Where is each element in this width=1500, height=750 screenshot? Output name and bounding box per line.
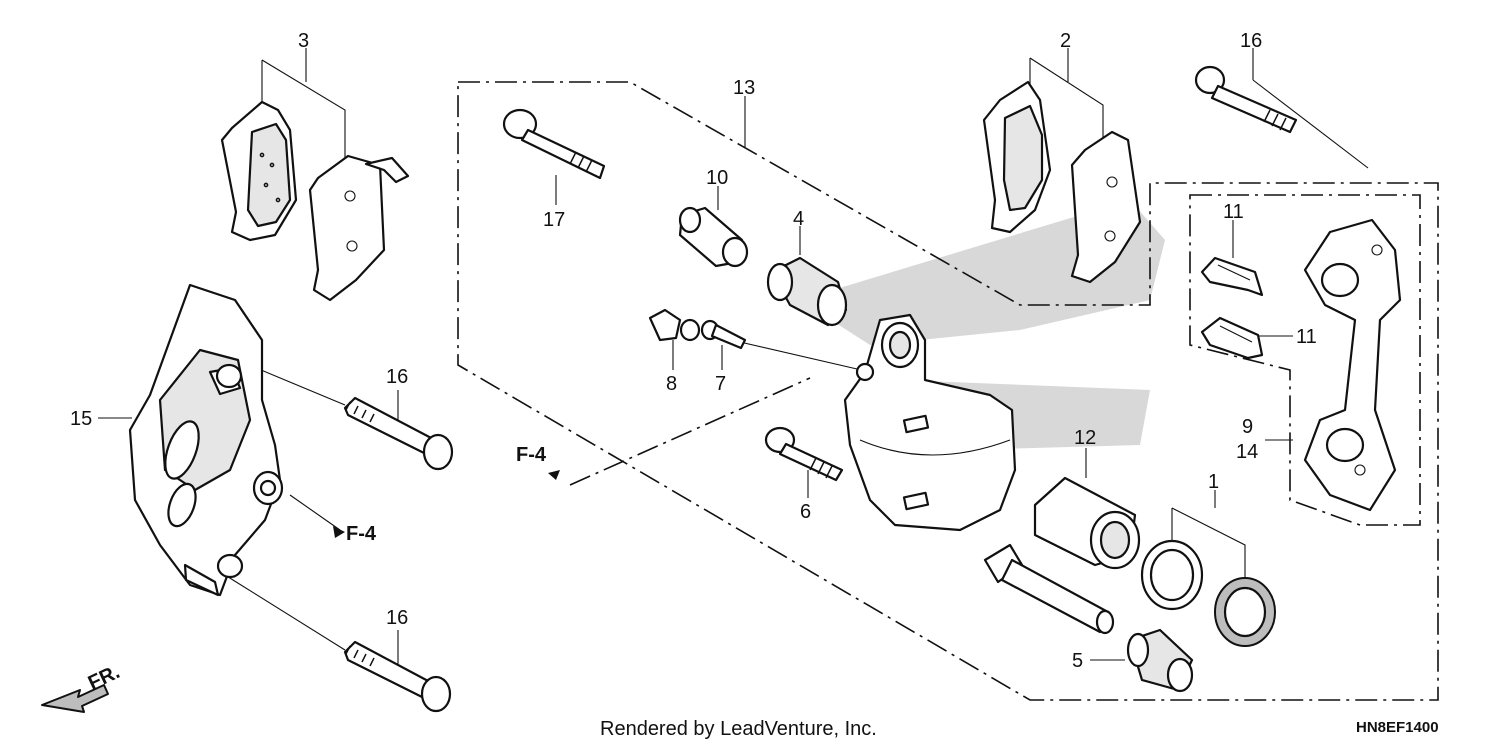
- reference-arrow-icon: [333, 470, 560, 538]
- bolt-17[interactable]: [502, 108, 606, 180]
- callout-3: 3: [298, 30, 309, 52]
- bleeder-cap-8[interactable]: [648, 308, 701, 342]
- callout-2: 2: [1060, 30, 1071, 52]
- callout-9: 9: [1242, 416, 1253, 438]
- callout-5: 5: [1072, 650, 1083, 672]
- callout-1: 1: [1208, 471, 1219, 493]
- assembly-outlines: [457, 81, 1439, 701]
- callout-8: 8: [666, 373, 677, 395]
- sleeve-10[interactable]: [678, 206, 749, 268]
- rendered-by-credit: Rendered by LeadVenture, Inc.: [600, 718, 877, 740]
- dust-seal-1[interactable]: [1214, 577, 1276, 647]
- caliper-bracket-9[interactable]: [1303, 218, 1402, 512]
- front-direction-arrow-icon: [41, 684, 109, 713]
- callout-16-bottom-left: 16: [386, 607, 408, 629]
- pin-5[interactable]: [983, 543, 1115, 635]
- boot-4[interactable]: [766, 256, 848, 327]
- bolt-6[interactable]: [764, 426, 844, 482]
- callout-14: 14: [1236, 441, 1258, 463]
- callout-16-middle-left: 16: [386, 366, 408, 388]
- callout-7: 7: [715, 373, 726, 395]
- callout-6: 6: [800, 501, 811, 523]
- caliper-assembly-left[interactable]: [128, 283, 284, 597]
- bolt-16-lower-left[interactable]: [343, 640, 452, 713]
- callout-10: 10: [706, 167, 728, 189]
- pad-spring-11-upper[interactable]: [1200, 256, 1264, 297]
- callout-11-lower: 11: [1296, 326, 1317, 348]
- brake-pad-set-right[interactable]: [982, 80, 1142, 284]
- callout-15: 15: [70, 408, 92, 430]
- piston-12[interactable]: [1033, 476, 1141, 570]
- ref-f4-left: F-4: [346, 523, 377, 545]
- boot-5[interactable]: [1126, 628, 1194, 693]
- pad-spring-11-lower[interactable]: [1200, 316, 1264, 360]
- caliper-body-center[interactable]: [843, 313, 1017, 532]
- diagram-code: HN8EF1400: [1356, 719, 1439, 736]
- callout-labels: 3 2 16 13 17 10 4 8 7 11 11 9 14 15 16 1…: [70, 30, 1317, 672]
- bleeder-screw-7[interactable]: [700, 319, 747, 350]
- bolt-16-upper-left[interactable]: [343, 396, 454, 471]
- brake-pad-set-left[interactable]: [220, 100, 410, 302]
- ref-front: FR.: [85, 661, 123, 695]
- callout-13: 13: [733, 77, 755, 99]
- bolt-16-upper-right[interactable]: [1194, 65, 1298, 134]
- callout-16-top-right: 16: [1240, 30, 1262, 52]
- ref-f4-center: F-4: [516, 444, 547, 466]
- callout-11-upper: 11: [1223, 201, 1244, 223]
- callout-4: 4: [793, 208, 804, 230]
- callout-12: 12: [1074, 427, 1096, 449]
- seal-ring-1[interactable]: [1140, 539, 1204, 611]
- callout-17: 17: [543, 209, 565, 231]
- leader-lines: [98, 48, 1369, 665]
